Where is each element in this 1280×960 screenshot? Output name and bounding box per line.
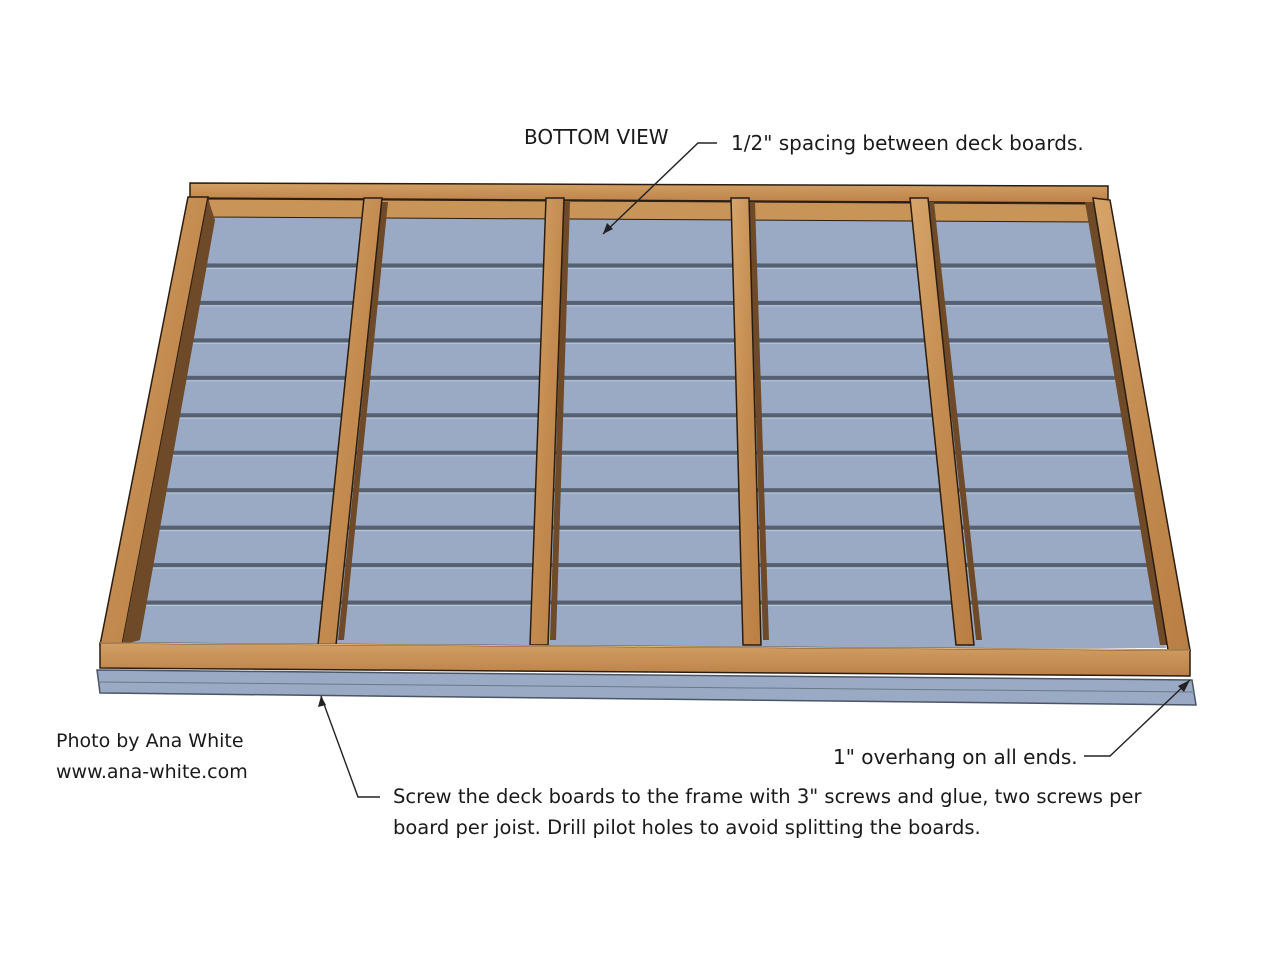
interior-joists xyxy=(317,197,982,646)
spacing-note: 1/2" spacing between deck boards. xyxy=(731,131,1084,155)
screw-note-line-2: board per joist. Drill pilot holes to av… xyxy=(393,816,981,839)
deck-board-gap xyxy=(172,375,1119,380)
interior-joist xyxy=(730,197,762,646)
deck-surface xyxy=(118,215,1166,648)
overhang-leader-line xyxy=(1084,679,1191,757)
deck-board-gap xyxy=(127,600,1159,605)
left-side-joist-inner xyxy=(122,199,215,645)
joist-side-face xyxy=(928,202,982,640)
photo-credit: Photo by Ana White xyxy=(56,730,244,752)
joist-side-face xyxy=(550,202,570,640)
interior-joist xyxy=(529,197,565,646)
deck-board-gap xyxy=(149,488,1139,493)
bottom-view-label: BOTTOM VIEW xyxy=(524,125,669,149)
deck-board-gap xyxy=(134,563,1152,568)
deck-board-gaps xyxy=(126,263,1159,607)
screw-note-line-1: Screw the deck boards to the frame with … xyxy=(393,785,1142,808)
deck-board-gap xyxy=(164,413,1126,418)
interior-joist xyxy=(909,197,975,646)
screw-note-arrowhead xyxy=(318,696,326,707)
deck-board-gap xyxy=(194,263,1099,268)
overhang-note: 1" overhang on all ends. xyxy=(833,745,1078,769)
deck-board-gap xyxy=(142,525,1145,530)
joist-side-face xyxy=(338,202,388,640)
deck-board-gap xyxy=(157,450,1132,455)
deck-board-gap xyxy=(187,300,1106,305)
bottom-view-leader-line xyxy=(602,142,717,235)
front-rim-highlight xyxy=(99,642,1191,651)
deck-board-gap xyxy=(179,338,1113,343)
spacing-arrowhead xyxy=(603,223,613,234)
overhang-arrowhead xyxy=(1178,680,1190,692)
overhang-edge-line xyxy=(97,681,1195,693)
joist-side-face xyxy=(749,202,769,640)
screw-note-leader-line xyxy=(320,695,380,798)
website-credit: www.ana-white.com xyxy=(56,761,248,783)
